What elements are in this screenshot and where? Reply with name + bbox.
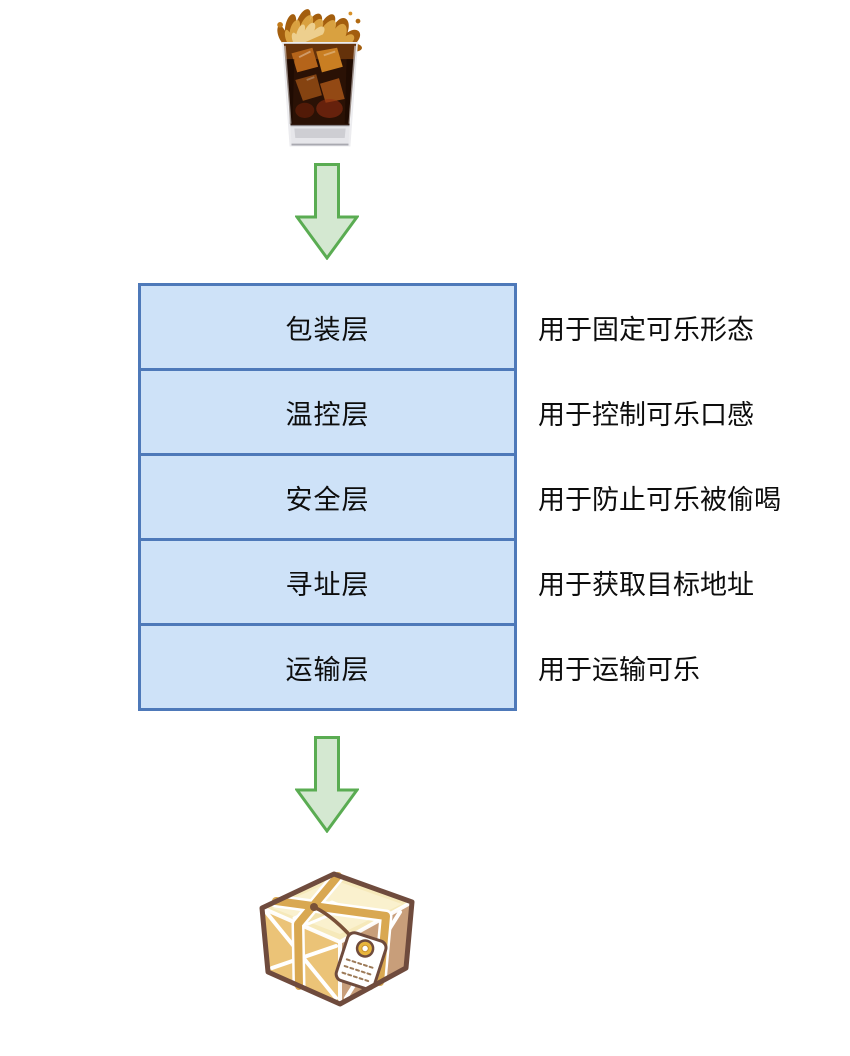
layer-label: 寻址层: [285, 569, 370, 600]
cola-glass-image: [258, 4, 382, 156]
package-image: [236, 852, 436, 1012]
layer-box-temperature: 温控层: [138, 368, 517, 456]
layer-label: 包装层: [285, 314, 370, 345]
layer-desc-security: 用于防止可乐被偷喝: [538, 484, 781, 515]
layer-stack: 包装层 用于固定可乐形态 温控层 用于控制可乐口感 安全层 用于防止可乐被偷喝 …: [138, 283, 781, 711]
layer-row-addressing: 寻址层 用于获取目标地址: [138, 538, 781, 626]
layer-box-packaging: 包装层: [138, 283, 517, 371]
layer-desc-temperature: 用于控制可乐口感: [538, 399, 754, 430]
layer-desc-addressing: 用于获取目标地址: [538, 569, 754, 600]
layer-row-transport: 运输层 用于运输可乐: [138, 623, 781, 711]
layer-desc-transport: 用于运输可乐: [538, 654, 700, 685]
layer-desc-packaging: 用于固定可乐形态: [538, 314, 754, 345]
layer-box-addressing: 寻址层: [138, 538, 517, 626]
package-box-icon: [259, 869, 415, 1007]
layer-box-security: 安全层: [138, 453, 517, 541]
layer-row-security: 安全层 用于防止可乐被偷喝: [138, 453, 781, 541]
layer-box-transport: 运输层: [138, 623, 517, 711]
layer-row-temperature: 温控层 用于控制可乐口感: [138, 368, 781, 456]
layer-label: 温控层: [285, 399, 370, 430]
layer-label: 安全层: [285, 484, 370, 515]
layer-row-packaging: 包装层 用于固定可乐形态: [138, 283, 781, 371]
down-arrow-icon: [295, 163, 359, 260]
down-arrow-icon: [295, 736, 359, 833]
cola-glass-icon: [277, 9, 362, 147]
layer-label: 运输层: [285, 654, 370, 685]
